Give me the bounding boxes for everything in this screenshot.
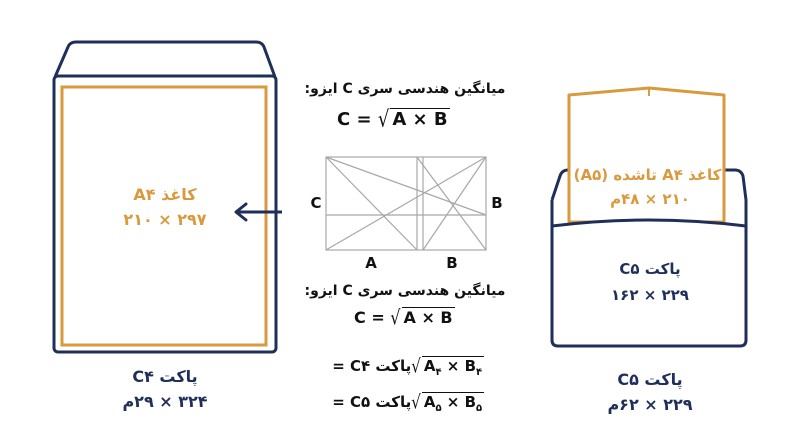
c5-envelope-side-lines [550, 200, 748, 226]
times-sign: × [441, 393, 465, 411]
c5-pocket-title: پاکت C۵ [619, 260, 681, 278]
formula-lhs: پاکت C۵ = [327, 393, 412, 411]
folded-sheet-title: کاغذ A۴ تاشده (A۵) [573, 166, 722, 184]
c5-envelope-pocket-front [550, 218, 748, 348]
arrow-left-icon [234, 202, 248, 222]
term-b: B [464, 393, 477, 411]
label-c: C [310, 194, 322, 212]
term-a: A [423, 357, 436, 375]
folded-a5-sheet [567, 86, 726, 224]
c4-caption-size: ۳۲۴ × ۲۹م [122, 392, 208, 411]
formula-c-top: C = √A × B [337, 106, 450, 133]
c5-caption-size: ۲۲۹ × ۶۲م [607, 395, 693, 414]
sqrt-icon: √ [411, 354, 421, 378]
formula-c5-envelope: پاکت C۵ = √A۵ × B۵ [327, 390, 485, 414]
formula-c-bottom: C = √A × B [354, 305, 455, 330]
sqrt-icon: √ [390, 305, 401, 330]
c4-envelope-flap [53, 40, 277, 78]
sqrt-icon: √ [411, 390, 421, 414]
formula-radicand: A × B [401, 307, 455, 327]
term-b-sub: ۵ [476, 403, 483, 414]
formula-radicand: A × B [390, 108, 450, 130]
label-b-side: B [491, 194, 503, 212]
a4-sheet-inside-c4 [60, 85, 268, 347]
label-a-bottom: A [365, 254, 377, 272]
a4-inner-size: ۲۹۷ × ۲۱۰ [123, 210, 207, 229]
formula-c4-envelope: پاکت C۴ = √A۴ × B۴ [327, 354, 485, 378]
c5-caption-title: پاکت C۵ [617, 370, 683, 389]
iso-c-heading-top: میانگین هندسی سری C ایزو: [304, 81, 506, 97]
c5-pocket-size: ۲۲۹ × ۱۶۲ [611, 286, 689, 304]
geometric-mean-construction [325, 156, 487, 251]
sqrt-icon: √ [377, 106, 390, 133]
term-a-sub: ۴ [435, 367, 442, 378]
formula-lhs: C = [354, 308, 391, 327]
c4-caption-title: پاکت C۴ [132, 367, 198, 386]
formula-lhs: پاکت C۴ = [327, 357, 412, 375]
times-sign: × [441, 357, 465, 375]
iso-c-heading-bottom: میانگین هندسی سری C ایزو: [304, 283, 506, 299]
c4-envelope-body [52, 74, 278, 354]
label-b-bottom: B [446, 254, 458, 272]
term-b: B [464, 357, 477, 375]
term-a-sub: ۵ [435, 403, 442, 414]
folded-sheet-size: ۲۱۰ × ۴۸م [610, 190, 690, 208]
term-a: A [423, 393, 436, 411]
a4-inner-title: کاغذ A۴ [133, 185, 197, 204]
formula-lhs: C = [337, 109, 378, 130]
term-b-sub: ۴ [476, 367, 483, 378]
